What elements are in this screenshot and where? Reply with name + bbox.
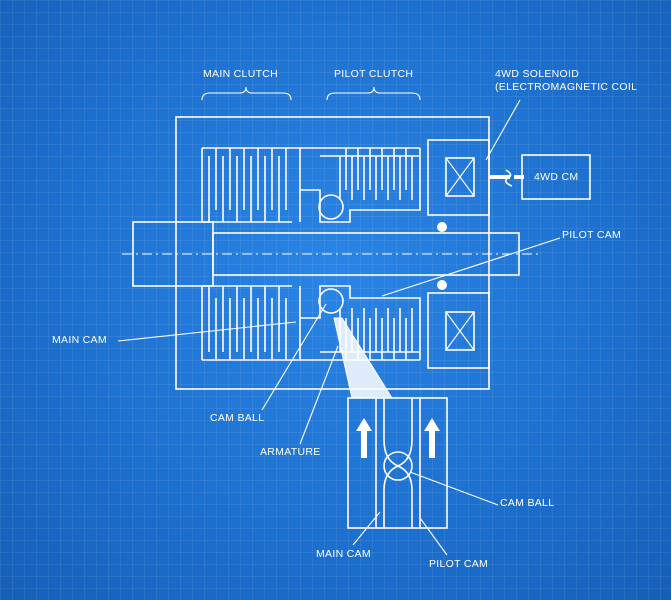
cam-ball-leader <box>261 303 327 411</box>
pilot-cam-leader <box>381 237 561 297</box>
upper-clutch-pack <box>201 147 421 223</box>
armature-leader <box>299 345 339 445</box>
upper-coil <box>445 157 475 197</box>
lower-solenoid-housing <box>427 292 490 369</box>
pilot-clutch-label: PILOT CLUTCH <box>334 68 414 80</box>
detail-cam-ball <box>383 451 413 481</box>
housing-outline <box>175 116 490 390</box>
pilot-clutch-brace <box>326 86 421 101</box>
detail-main-cam-leader <box>352 511 381 546</box>
lower-bearing-dot <box>437 280 447 290</box>
pilot-cam-label: PILOT CAM <box>562 229 622 241</box>
detail-cam-ball-leader <box>409 471 499 506</box>
main-clutch-brace <box>201 86 292 101</box>
upper-bearing-dot <box>437 222 447 232</box>
main-cam-leader <box>117 321 297 342</box>
solenoid-leader <box>485 99 521 161</box>
right-arrow-icon <box>424 418 440 458</box>
cam-ball-label: CAM BALL <box>210 412 265 424</box>
main-clutch-label: MAIN CLUTCH <box>203 68 279 80</box>
4wd-cm-label: 4WD CM <box>534 171 579 183</box>
armature-label: ARMATURE <box>260 446 321 458</box>
main-cam-label: MAIN CAM <box>52 334 107 346</box>
lower-clutch-pack <box>201 285 421 361</box>
detail-box <box>347 397 448 529</box>
solenoid-label-line2: (ELECTROMAGNETIC COIL <box>495 81 638 93</box>
detail-cam-ball-label: CAM BALL <box>500 497 555 509</box>
lower-coil <box>445 311 475 351</box>
zoom-beam <box>333 317 393 399</box>
detail-pilot-cam-leader <box>419 517 448 556</box>
left-arrow-icon <box>356 418 372 458</box>
shaft <box>212 232 520 276</box>
detail-main-cam-label: MAIN CAM <box>316 548 371 560</box>
detail-pilot-cam-label: PILOT CAM <box>429 558 489 570</box>
upper-solenoid-housing <box>427 139 490 216</box>
upper-cam-ball <box>318 194 344 220</box>
solenoid-label-line1: 4WD SOLENOID <box>495 68 580 80</box>
4wd-cm-box <box>521 154 591 200</box>
lower-cam-ball <box>318 288 344 314</box>
